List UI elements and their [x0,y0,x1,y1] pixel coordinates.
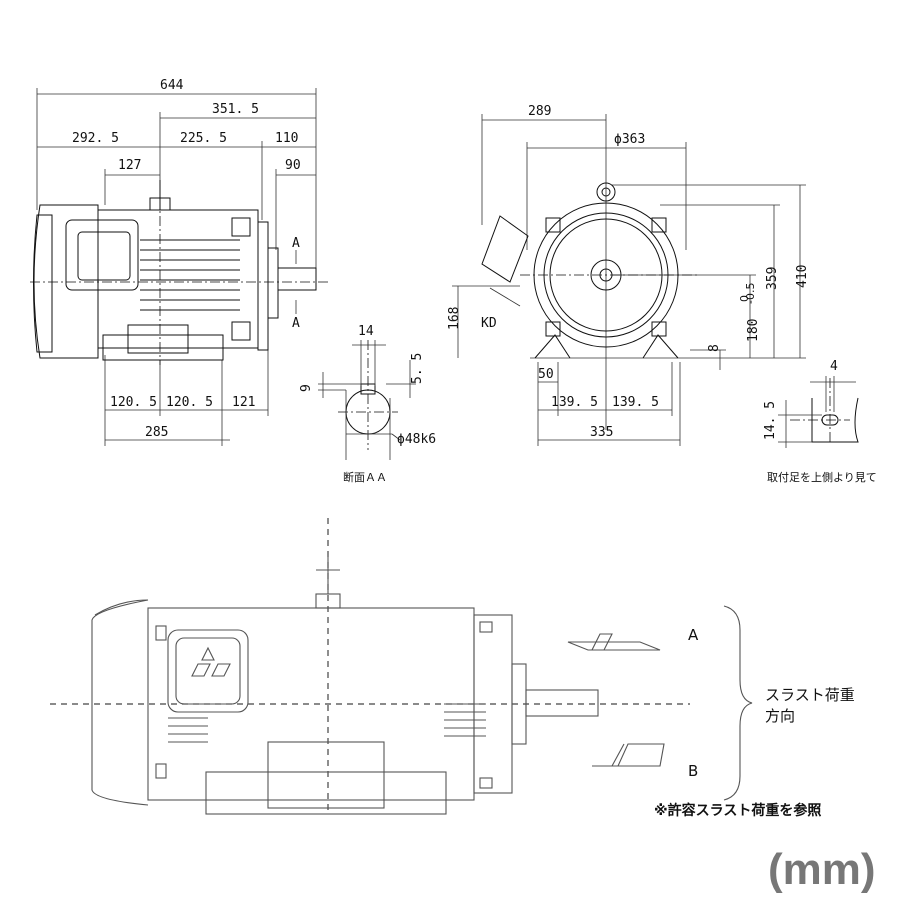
unit-label: (mm) [768,845,876,894]
dim-90: 90 [285,158,301,173]
dim-289: 289 [528,104,551,119]
dim-168: 168 [447,307,462,330]
thrust-diagram [50,518,753,815]
dim-14: 14 [358,324,374,339]
dim-292-5: 292. 5 [72,131,119,146]
dim-50: 50 [538,367,554,382]
thrust-label-a: A [688,626,699,644]
front-view-dimension-lines [452,114,806,446]
foot-detail-view [778,376,859,448]
front-view-motor-body [481,182,700,359]
dim-359: 359 [765,267,780,290]
dim-shaft-diameter: ϕ48k6 [397,432,436,447]
section-aa-caption: 断面ＡＡ [343,470,387,484]
dim-410: 410 [795,265,810,288]
side-view-motor-body [30,180,330,365]
thrust-direction-label-line2: 方向 [765,707,795,725]
section-aa-view [318,340,416,460]
section-mark-a-bottom: A [292,316,300,331]
front-view: 289 ϕ363 410 359 168 KD 180 0 -0.5 8 50 … [447,104,810,446]
dim-8: 8 [707,344,722,352]
side-view: 644 351. 5 292. 5 225. 5 110 127 90 120.… [30,78,330,446]
thrust-arrow-a [567,633,661,651]
dim-kd: KD [481,316,497,331]
dim-180-tolerance-bottom: -0.5 [744,283,757,304]
dim-139-5-b: 139. 5 [612,395,659,410]
dim-4: 4 [830,359,838,374]
dim-180: 180 [746,319,761,342]
dim-14-5: 14. 5 [763,401,778,440]
dim-225-5: 225. 5 [180,131,227,146]
dim-139-5-a: 139. 5 [551,395,598,410]
thrust-direction-label-line1: スラスト荷重 [765,686,855,704]
dim-127: 127 [118,158,141,173]
dim-120-5-a: 120. 5 [110,395,157,410]
foot-detail-caption: 取付足を上側より見て [767,471,877,484]
thrust-arrow-b [592,743,665,767]
dim-121: 121 [232,395,255,410]
dim-120-5-b: 120. 5 [166,395,213,410]
dim-644: 644 [160,78,184,93]
dim-363-diameter: ϕ363 [614,132,645,147]
section-mark-a-top: A [292,236,300,251]
thrust-direction-brace [723,605,753,801]
dim-180-tolerance-top: 0 [738,295,751,302]
thrust-note: ※許容スラスト荷重を参照 [654,802,821,819]
dim-351-5: 351. 5 [212,102,259,117]
dim-9: 9 [299,384,314,392]
dim-335: 335 [590,425,613,440]
dim-285: 285 [145,425,168,440]
dim-110: 110 [275,131,298,146]
dim-5-5: 5. 5 [410,353,425,384]
thrust-label-b: B [688,762,698,780]
